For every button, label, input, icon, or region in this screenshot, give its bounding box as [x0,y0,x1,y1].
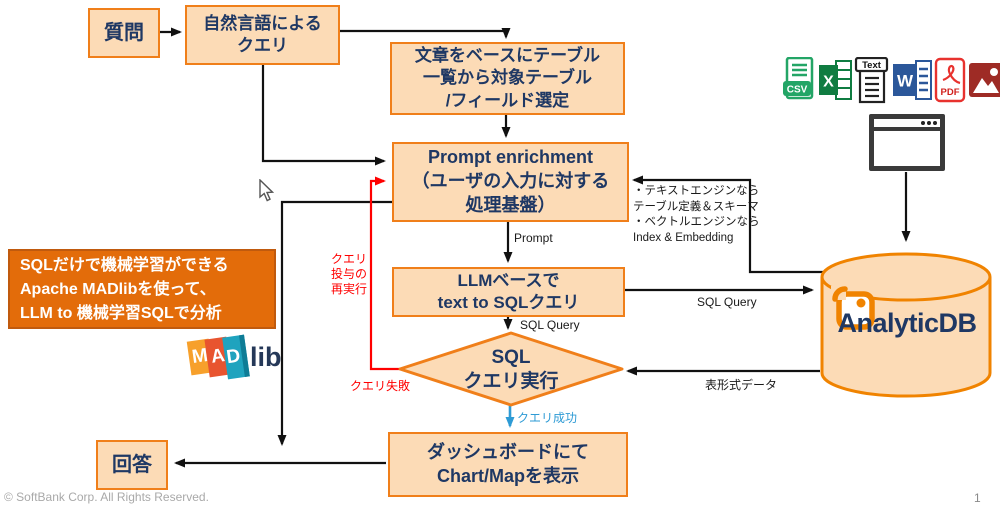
sql-execution-diamond [398,331,624,407]
node-table-select-line2: 一覧から対象テーブル [423,68,592,88]
pdf-icon-label: PDF [941,87,960,98]
csv-file-icon: CSV [783,57,814,100]
node-question: 質問 [88,8,160,58]
node-natural-language-query: 自然言語による クエリ [185,5,340,65]
retry-line3: 再実行 [331,282,368,296]
analyticdb-label: AnalyticDB [837,308,977,338]
node-table-select-line1: 文章をベースにテーブル [414,45,601,65]
engine-note-line3: ・ベクトルエンジンなら [633,216,760,228]
callout-line3: LLM to 機械学習SQLで分析 [20,305,222,322]
node-prompt-enrichment-line3: 処理基盤） [465,194,556,215]
node-table-field-selection: 文章をベースにテーブル 一覧から対象テーブル /フィールド選定 [390,42,625,115]
edge-label-sql-query-down: SQL Query [520,318,580,332]
browser-dot [921,121,925,125]
node-dashboard: ダッシュボードにて Chart/Mapを表示 [388,432,628,497]
edge-label-prompt: Prompt [514,231,553,245]
edge-label-query-success: クエリ成功 [517,411,578,425]
node-answer: 回答 [96,440,168,490]
node-dashboard-line1: ダッシュボードにて [427,441,589,462]
sql-exec-line1: SQL [491,347,531,368]
word-icon-letter: W [897,72,914,91]
csv-icon-label: CSV [787,85,808,96]
node-question-label: 質問 [104,21,144,44]
callout-line1: SQLだけで機械学習ができる [20,257,229,274]
arrow-analyticdb-to-promptenrichment [632,175,828,274]
engine-note: ・テキストエンジンなら テーブル定義＆スキーマ ・ベクトルエンジンなら Inde… [633,184,760,246]
slide-footer-copyright: © SoftBank Corp. All Rights Reserved. [4,490,209,504]
node-sql-execution-label: SQL クエリ実行 [431,346,591,394]
madlib-logo-lib-text: lib [250,341,282,372]
image-file-icon [969,63,1000,97]
edge-label-query-failure: クエリ失敗 [350,379,411,393]
node-llm-line2: text to SQLクエリ [437,293,580,312]
analyticdb-logo-icon [831,286,875,330]
edge-label-sql-query-right: SQL Query [697,295,757,309]
node-prompt-enrichment-line1: Prompt enrichment [427,147,594,168]
callout-line2: Apache MADlibを使って、 [20,281,216,298]
arrow-nlquery-to-promptenrichment [261,65,386,166]
arrow-queryfail-retry [369,176,401,371]
excel-icon-letter: X [823,74,834,91]
node-prompt-enrichment-line2: （ユーザの入力に対する [411,171,610,192]
edge-label-query-retry: クエリ 投与の 再実行 [331,252,367,297]
browser-titlebar [874,119,940,131]
engine-note-line2: テーブル定義＆スキーマ [633,200,759,213]
retry-line1: クエリ [331,252,368,266]
engine-note-line4: Index & Embedding [633,231,734,244]
sql-exec-line2: クエリ実行 [463,370,559,392]
arrow-promptenrichment-to-answer-flow [277,200,392,446]
mouse-cursor-icon [259,179,275,202]
node-table-select-line3: /フィールド選定 [445,90,570,110]
browser-window-icon [869,114,945,171]
file-type-icons: CSV X Text W [782,57,1000,104]
text-icon-label: Text [862,60,882,71]
retry-line2: 投与の [331,267,368,281]
node-llm-text-to-sql: LLMベースで text to SQLクエリ [392,267,625,317]
text-file-icon: Text [854,57,889,104]
node-nl-query-line2: クエリ [237,36,288,55]
node-llm-line1: LLMベースで [457,270,560,290]
madlib-callout: SQLだけで機械学習ができる Apache MADlibを使って、 LLM to… [8,249,276,329]
node-answer-label: 回答 [112,453,152,476]
excel-file-icon: X [819,60,852,100]
node-prompt-enrichment: Prompt enrichment （ユーザの入力に対する 処理基盤） [392,142,629,222]
slide-page-number: 1 [974,491,981,505]
arrow-nlquery-to-tableselect [340,28,511,39]
engine-note-line1: ・テキストエンジンなら [633,185,760,197]
madlib-logo-panel-d: D [222,334,250,380]
word-file-icon: W [893,60,932,100]
edge-label-tabular-data: 表形式データ [705,378,778,392]
browser-dot [933,121,937,125]
node-nl-query-line1: 自然言語による [203,13,322,33]
node-dashboard-line2: Chart/Mapを表示 [436,465,579,486]
browser-dot [927,121,931,125]
pdf-file-icon: PDF [934,57,966,103]
